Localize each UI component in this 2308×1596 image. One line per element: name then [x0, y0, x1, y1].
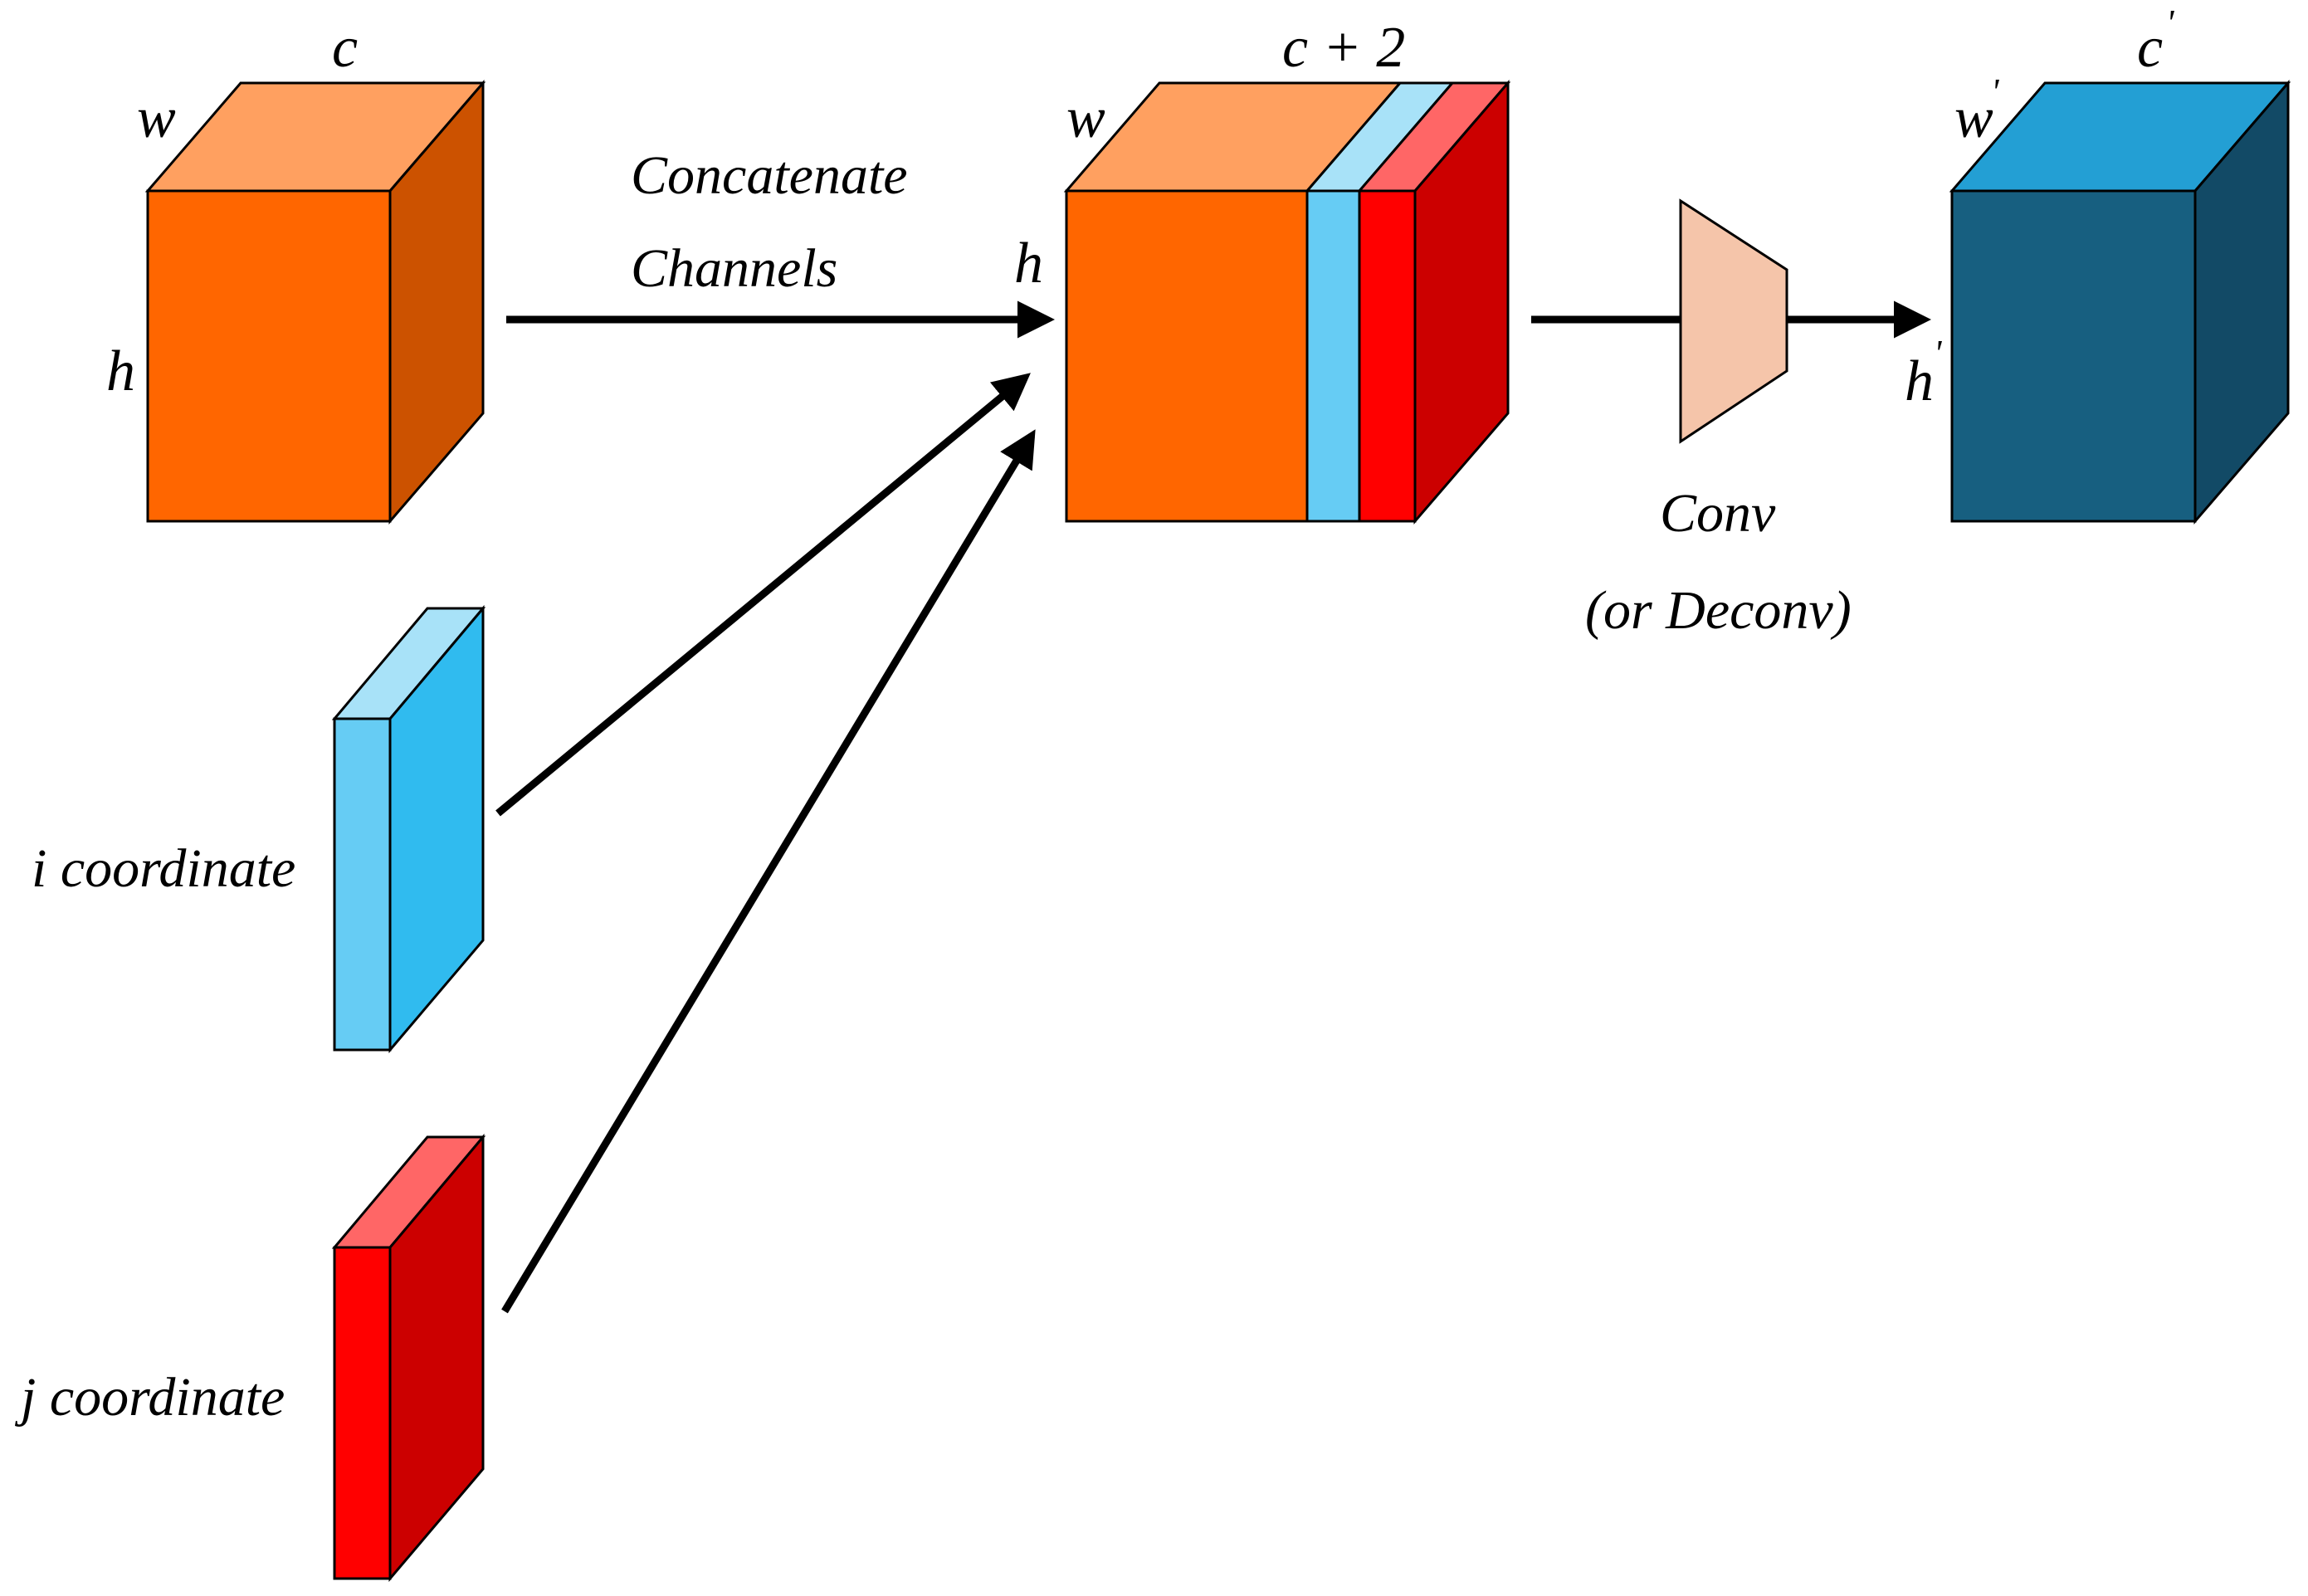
- concatenate-label: Concatenate: [631, 145, 908, 206]
- i-coordinate-to-concat-arrow: [495, 373, 1031, 817]
- output-h-prime: ': [1934, 333, 1943, 373]
- input-tensor: [144, 79, 486, 525]
- input-c-label: c: [332, 16, 358, 80]
- concat-blue-front: [1305, 189, 1361, 523]
- concat-w-label: w: [1066, 86, 1105, 150]
- concat-orange-front: [1065, 189, 1309, 523]
- input-tensor-front: [146, 189, 392, 523]
- i-coordinate-label: i coordinate: [32, 838, 295, 899]
- concat-h-label: h: [1014, 232, 1043, 295]
- i-channel-front: [333, 717, 392, 1052]
- output-tensor-front: [1950, 189, 2197, 523]
- i-coordinate-channel: [331, 604, 486, 1054]
- input-w-label: w: [137, 86, 176, 150]
- or-deconv-label: (or Deconv): [1585, 580, 1852, 641]
- channels-label: Channels: [631, 238, 837, 299]
- j-coordinate-label: j coordinate: [14, 1367, 285, 1428]
- output-c-prime: ': [2166, 2, 2175, 43]
- concat-red-front: [1358, 189, 1417, 523]
- concat-c-plus-2-label: c + 2: [1282, 16, 1405, 80]
- output-tensor: [1949, 79, 2291, 525]
- output-h-label: h: [1905, 349, 1934, 413]
- j-channel-front: [333, 1246, 392, 1580]
- j-coordinate-channel: [331, 1133, 486, 1583]
- output-w-prime: ': [1991, 71, 2000, 112]
- concatenated-tensor: [1063, 79, 1511, 525]
- input-h-label: h: [106, 339, 135, 403]
- output-w-label: w: [1954, 86, 1993, 150]
- conv-label: Conv: [1660, 483, 1776, 544]
- j-coordinate-to-concat-arrow: [501, 429, 1036, 1314]
- output-c-label: c: [2137, 16, 2163, 80]
- conv-trapezoid: [1679, 198, 1788, 444]
